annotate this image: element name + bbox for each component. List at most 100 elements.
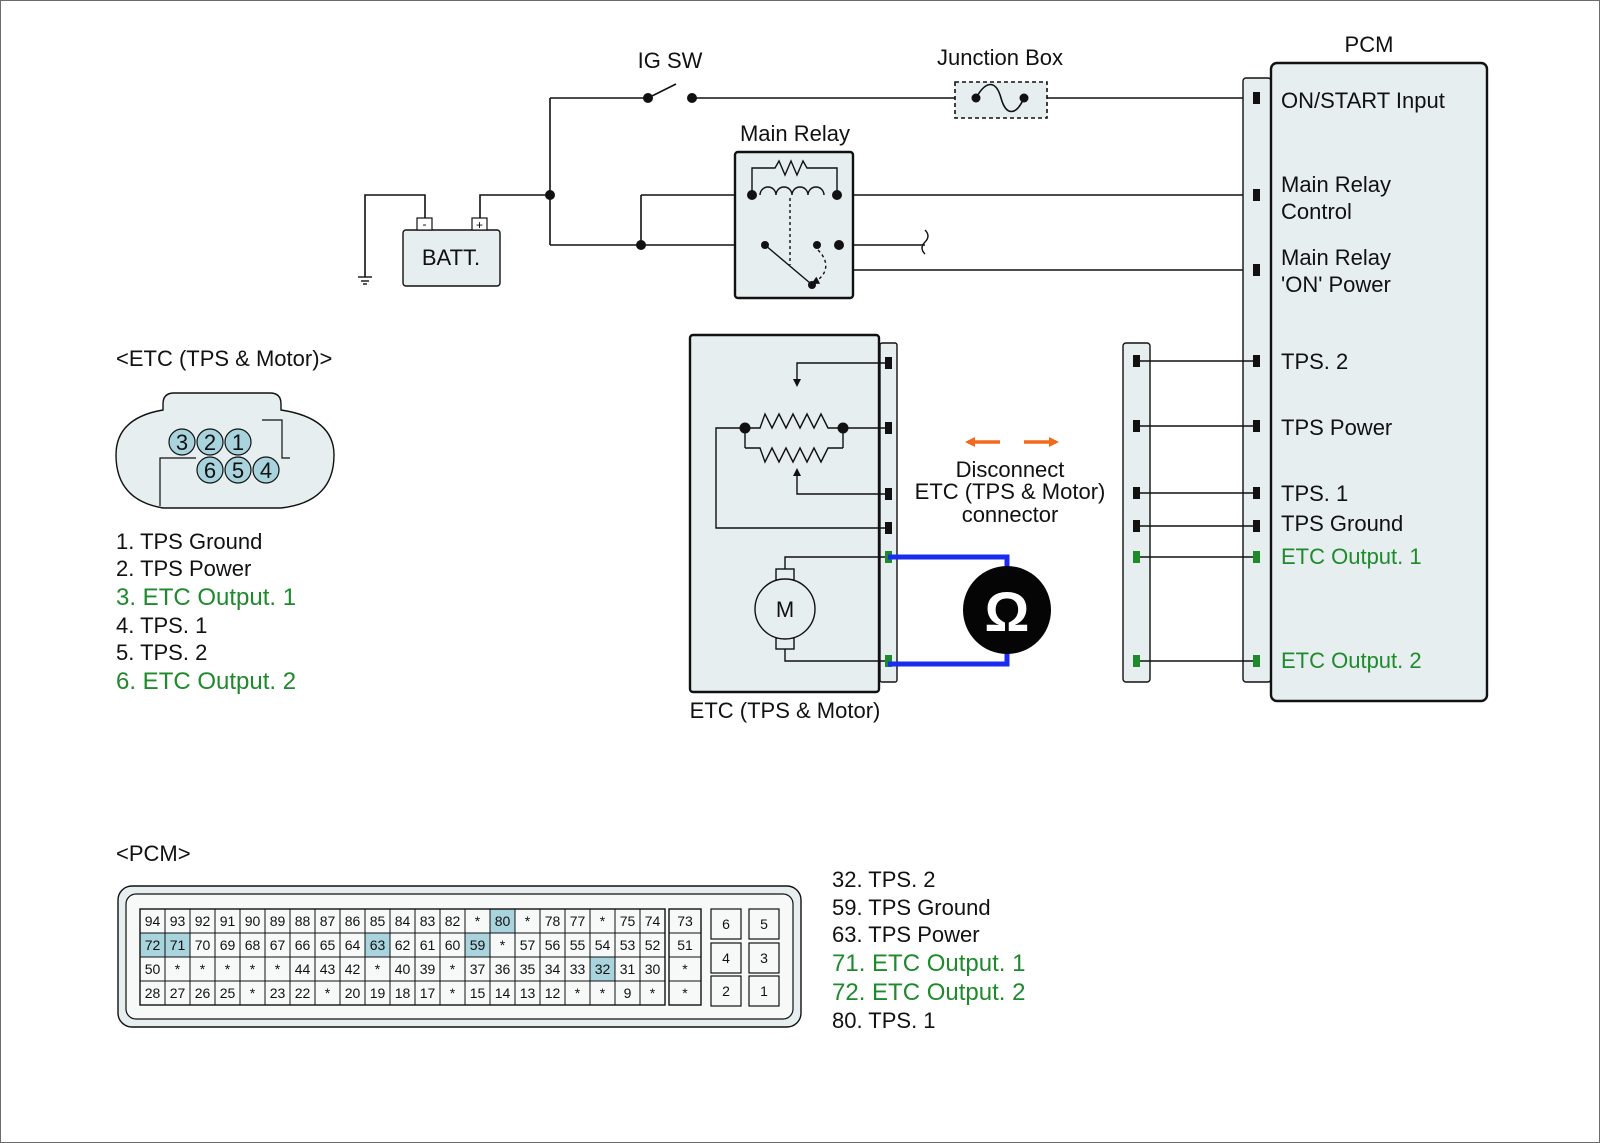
pcm-terminal (1253, 355, 1260, 367)
pcm-pin-cell (389, 956, 416, 982)
pcm-pin-number: 30 (645, 961, 661, 977)
pcm-pin-number: 18 (395, 985, 411, 1001)
main-relay (733, 150, 855, 300)
pcm-pin-label: Main Relay (1281, 172, 1391, 197)
pcm-pin-number: 15 (470, 985, 486, 1001)
etc-pin (252, 456, 280, 484)
pcm-pin-cell (414, 956, 441, 982)
pcm-legend-item: 80. TPS. 1 (832, 1008, 936, 1033)
pcm-pin-number: 61 (420, 937, 436, 953)
pcm-pin-number: * (250, 961, 256, 977)
pcm-pin-number: 1 (760, 983, 768, 999)
pcm-pin-label: TPS Ground (1281, 511, 1403, 536)
pcm-pin-number: 19 (370, 985, 386, 1001)
etc-pin-number: 4 (260, 458, 272, 483)
pcm-pin-number: 35 (520, 961, 536, 977)
etc-box-label: ETC (TPS & Motor) (690, 698, 881, 723)
pcm-pin-cell (614, 932, 641, 958)
pcm-pin-cell (389, 980, 416, 1006)
ig-switch[interactable] (643, 83, 697, 103)
etc-pin-number: 2 (204, 430, 216, 455)
pcm-pin-number: 75 (620, 913, 636, 929)
pcm-pin-number: 20 (345, 985, 361, 1001)
pcm-pin-number: 28 (145, 985, 161, 1001)
pcm-pin-number: 54 (595, 937, 611, 953)
pcm-pin-cell (289, 956, 316, 982)
pcm-pin-cell (614, 908, 641, 934)
battery: - + BATT. (402, 217, 501, 287)
wire-break-icon (921, 229, 929, 255)
pcm-pin-number: * (450, 961, 456, 977)
pcm-pin-label: ON/START Input (1281, 88, 1445, 113)
pcm-pin-number: 52 (645, 937, 661, 953)
pcm-pin-cell (289, 932, 316, 958)
pcm-pin-number: * (500, 937, 506, 953)
pcm-pin-label: TPS Power (1281, 415, 1392, 440)
pcm-pin-cell (414, 980, 441, 1006)
pcm-pin-cell (639, 956, 666, 982)
pcm-terminal (1253, 92, 1260, 104)
pcm-terminal (1253, 487, 1260, 499)
pcm-pin-number: 2 (722, 983, 730, 999)
ohmmeter[interactable]: Ω (888, 554, 1051, 667)
pcm-pin-cell (489, 956, 516, 982)
pcm-power-pin (748, 975, 780, 1007)
etc-terminal (885, 357, 892, 369)
pcm-pin-number: 57 (520, 937, 536, 953)
pcm-pin-number: 14 (495, 985, 511, 1001)
pcm-pin-number: 17 (420, 985, 436, 1001)
pcm-connector-strip (1242, 77, 1272, 683)
pcm-pin-number: 90 (245, 913, 261, 929)
pcm-pin-cell (464, 932, 491, 958)
pcm-pin-number: * (200, 961, 206, 977)
pcm-pin-cell (189, 980, 216, 1006)
pcm-pin-label: Main Relay (1281, 245, 1391, 270)
etc-terminal (885, 488, 892, 500)
pcm-pin-number: 9 (624, 985, 632, 1001)
pcm-pin-number: 51 (677, 937, 693, 953)
pcm-pin-number: 71 (170, 937, 186, 953)
pcm-pin-number: 4 (722, 950, 730, 966)
etc-legend-item: 4. TPS. 1 (116, 613, 207, 638)
pcm-pin-cell (239, 956, 266, 982)
pcm-pin-number: 63 (370, 937, 386, 953)
harness-terminal (1133, 487, 1140, 499)
pcm-pin-number: * (325, 985, 331, 1001)
disconnect-line-3: connector (962, 502, 1059, 527)
pcm-pin-number: 78 (545, 913, 561, 929)
harness-connector-strip (1122, 342, 1151, 683)
etc-pin (224, 456, 252, 484)
pcm-pin-cell (439, 908, 466, 934)
pcm-pin-number: 22 (295, 985, 311, 1001)
pcm-pin-number: 92 (195, 913, 211, 929)
pcm-pin-number: 33 (570, 961, 586, 977)
pcm-pin-label: TPS. 1 (1281, 481, 1348, 506)
etc-connector-face (115, 392, 335, 509)
omega-ohmmeter-icon (963, 566, 1051, 654)
pcm-power-pin (748, 942, 780, 974)
pcm-pin-number: 77 (570, 913, 586, 929)
pcm-pin-number: 25 (220, 985, 236, 1001)
pcm-pin-number: 32 (595, 961, 611, 977)
pcm-pin-cell (264, 908, 291, 934)
disconnect-line-2: ETC (TPS & Motor) (915, 479, 1106, 504)
pcm-pin-number: 26 (195, 985, 211, 1001)
pcm-pin-cell (389, 908, 416, 934)
pcm-pin-number: 69 (220, 937, 236, 953)
pcm-pin-cell (589, 932, 616, 958)
pcm-pin-number: 85 (370, 913, 386, 929)
battery-neg-sign: - (423, 217, 427, 231)
pcm-power-pin (748, 908, 780, 940)
pcm-pin-cell (614, 980, 641, 1006)
etc-terminal (885, 522, 892, 534)
pcm-pin-number: 59 (470, 937, 486, 953)
etc-pin-number: 6 (204, 458, 216, 483)
pcm-legend-item: 63. TPS Power (832, 922, 980, 947)
junction-box (954, 81, 1048, 119)
disconnect-line-1: Disconnect (956, 457, 1065, 482)
pcm-pin-number: 91 (220, 913, 236, 929)
disconnect-note: Disconnect ETC (TPS & Motor) connector (915, 457, 1106, 527)
pcm-pin-number: 72 (145, 937, 161, 953)
pcm-power-pin (710, 942, 742, 974)
